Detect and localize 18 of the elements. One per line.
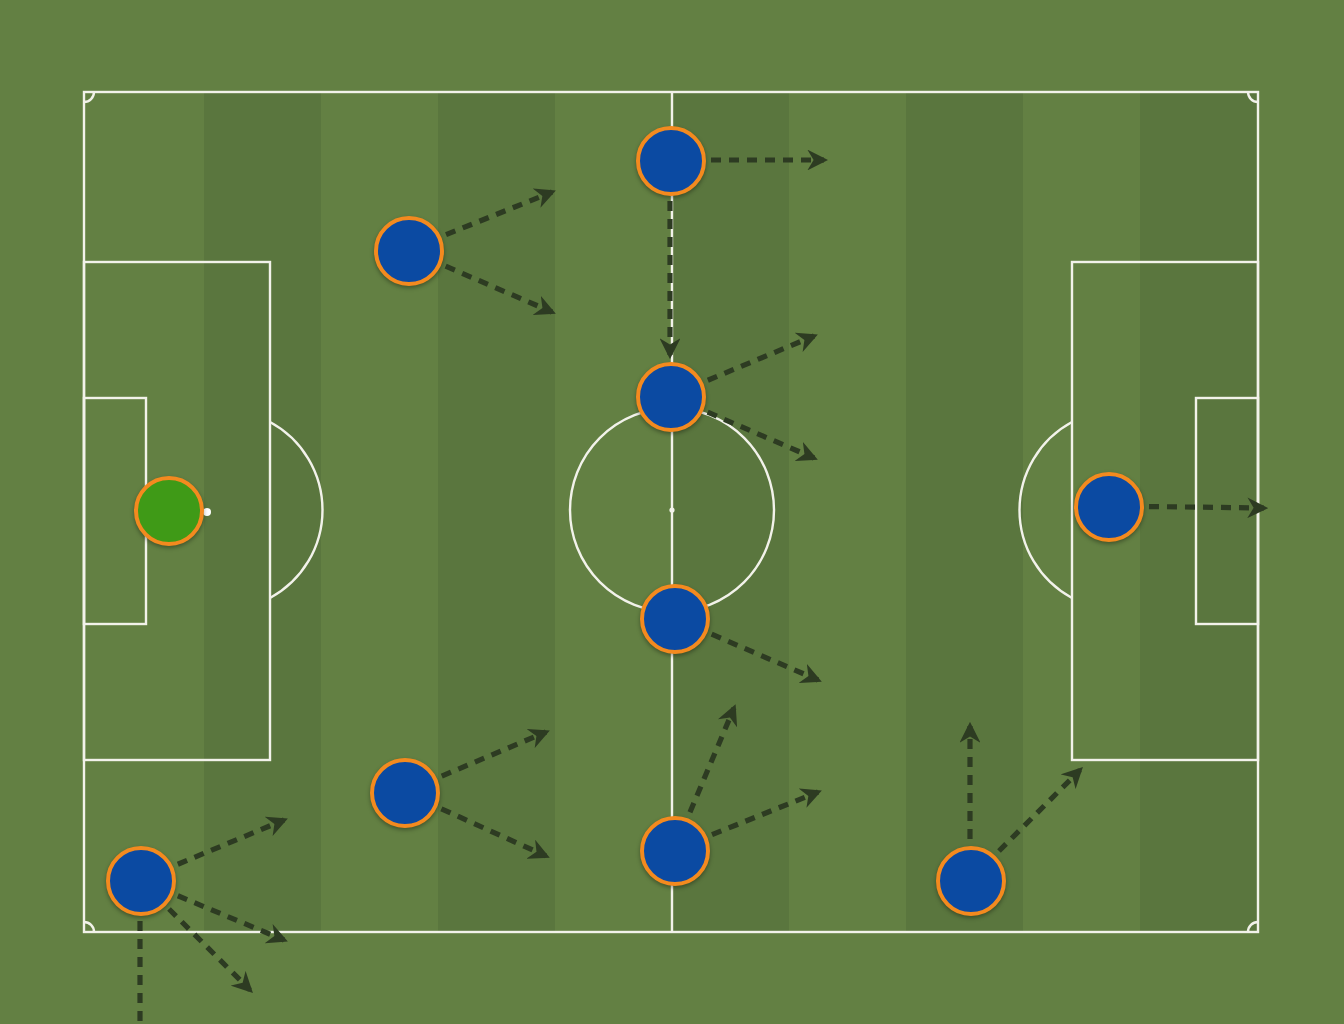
run-arrow: [1148, 497, 1269, 519]
run-arrow: [687, 704, 738, 814]
run-arrow: [711, 149, 829, 171]
run-arrow: [176, 816, 288, 867]
run-arrow: [711, 788, 822, 838]
run-arrow: [959, 721, 981, 839]
run-arrow: [167, 907, 253, 993]
run-arrow: [706, 409, 818, 461]
run-arrow: [710, 631, 822, 683]
run-line: [137, 921, 143, 1024]
run-arrow: [444, 263, 556, 315]
run-arrow: [997, 767, 1083, 853]
run-arrow: [176, 893, 288, 944]
run-arrow: [706, 332, 818, 383]
run-arrow: [445, 188, 556, 238]
run-arrow: [440, 806, 550, 859]
run-arrow: [659, 201, 681, 360]
run-arrow: [440, 728, 550, 779]
